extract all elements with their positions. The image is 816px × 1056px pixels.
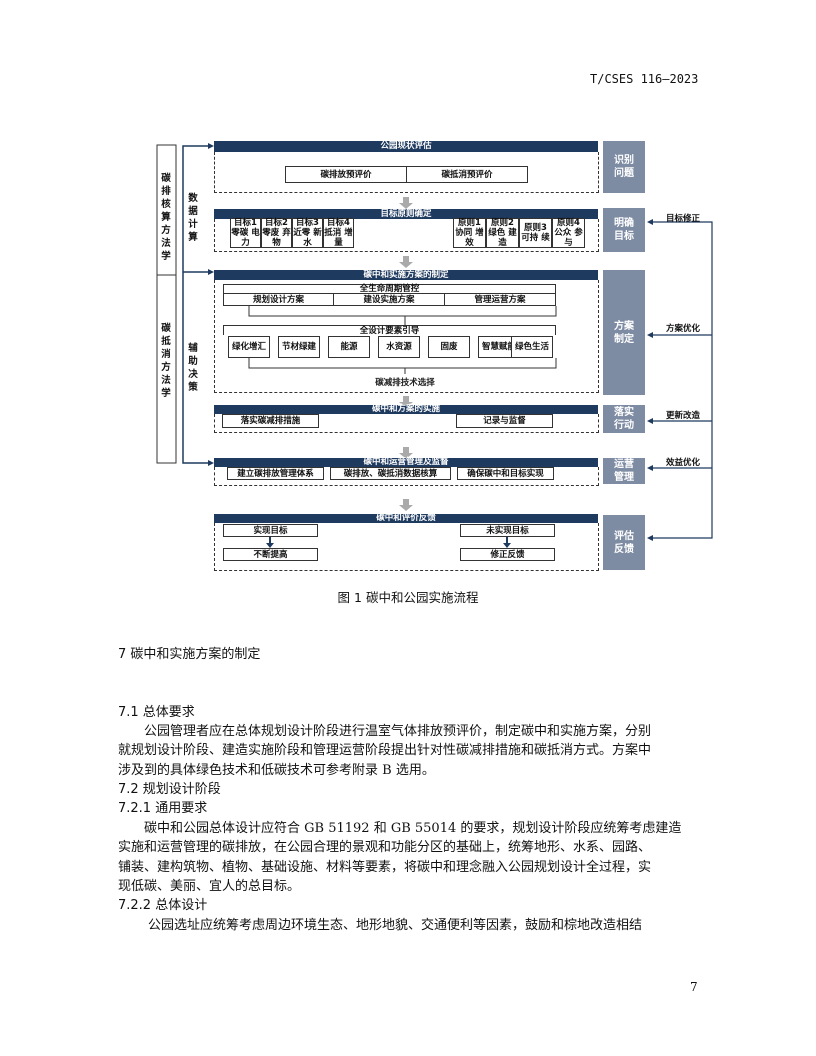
- heading-7-2: 7.2 规划设计阶段: [118, 782, 221, 797]
- operations-item: 确保碳中和目标实现: [457, 467, 554, 480]
- diagram-connectors: [156, 143, 713, 548]
- goal-box: 目标4 抵消 增量: [323, 218, 354, 248]
- plan-box: 规划设计方案: [223, 293, 334, 306]
- emission-pre-evaluation: 碳排放预评价: [285, 166, 407, 183]
- goal-box: 目标3 近零 新水: [292, 218, 323, 248]
- feedback-benefit-optimization: 效益优化: [665, 458, 700, 468]
- section-operations: [214, 467, 599, 486]
- tech-selection: 碳减排技术选择: [375, 378, 435, 388]
- flow-arrow: [399, 197, 413, 209]
- section-evaluation-title: 碳中和评价反馈: [214, 514, 598, 523]
- flow-arrow: [399, 499, 413, 511]
- standard-header: T/CSES 116—2023: [590, 72, 699, 86]
- heading-7-2-1: 7.2.1 通用要求: [118, 801, 208, 816]
- flow-arrow: [399, 447, 413, 459]
- side-identify-problem: 识别问题: [603, 141, 645, 193]
- side-clarify-goals: 明确目标: [603, 208, 645, 252]
- goal-not-achieved: 未实现目标: [460, 524, 555, 537]
- elements-guide: 全设计要素引导: [223, 325, 556, 336]
- goal-box: 目标1 零碳 电力: [230, 218, 261, 248]
- principle-box: 原则4 公众 参与: [552, 218, 585, 248]
- principle-box: 原则3 可持 续: [519, 218, 552, 248]
- side-plan-formulation: 方案制定: [603, 270, 645, 395]
- paragraph-line: 公园管理者应在总体规划设计阶段进行温室气体排放预评价，制定碳中和实施方案，分别: [144, 724, 652, 739]
- carbon-accounting-methodology-label: 碳排核算方法学: [161, 173, 171, 262]
- section-plan-title: 碳中和实施方案的制定: [214, 270, 598, 280]
- offset-pre-evaluation: 碳抵消预评价: [406, 166, 528, 183]
- section-operations-title: 碳中和运营管理及监督: [214, 458, 598, 467]
- section-evaluation: [214, 523, 599, 571]
- heading-7-2-2: 7.2.2 总体设计: [118, 898, 208, 913]
- flow-arrow: [399, 256, 413, 268]
- element-box: 绿色生活: [511, 336, 553, 358]
- section-implementation-title: 碳中和方案的实施: [214, 405, 598, 414]
- paragraph-line: 实施和运营管理的碳排放，在公园合理的景观和功能分区的基础上，统筹地形、水系、园路…: [118, 840, 652, 855]
- paragraph-line: 公园选址应统筹考虑周边环境生态、地形地貌、交通便利等因素，鼓励和棕地改造相结: [148, 918, 643, 933]
- feedback-update-renovation: 更新改造: [665, 411, 700, 421]
- record-and-supervise: 记录与监督: [456, 414, 553, 428]
- principle-box: 原则1 协同 增效: [453, 218, 486, 248]
- paragraph-line: 涉及到的具体绿色技术和低碳技术可参考附录 B 选用。: [118, 763, 435, 778]
- corrective-feedback: 修正反馈: [460, 548, 555, 561]
- implement-measures: 落实碳减排措施: [222, 414, 319, 428]
- element-box: 绿化增汇: [228, 336, 270, 358]
- carbon-offset-methodology-label: 碳抵消方法学: [161, 323, 171, 399]
- principle-box: 原则2 绿色 建造: [486, 218, 519, 248]
- section-plan: [214, 280, 599, 393]
- element-box: 能源: [328, 336, 370, 358]
- goal-box: 目标2 零废 弃物: [261, 218, 292, 248]
- figure-caption: 图 1 碳中和公园实施流程: [337, 590, 479, 605]
- side-operations-management: 运营管理: [603, 458, 645, 484]
- element-box: 水资源: [378, 336, 420, 358]
- feedback-goal-revision: 目标修正: [665, 214, 700, 224]
- side-take-action: 落实行动: [603, 405, 645, 433]
- continuous-improvement: 不断提高: [223, 548, 318, 561]
- section-goals-title: 目标原则确定: [214, 209, 598, 219]
- goal-achieved: 实现目标: [223, 524, 318, 537]
- element-box: 固废: [428, 336, 470, 358]
- operations-item: 建立碳排放管理体系: [227, 467, 324, 480]
- paragraph-line: 现低碳、美丽、宜人的总目标。: [118, 879, 301, 894]
- paragraph-line: 铺装、建构筑物、植物、基础设施、材料等要素，将碳中和理念融入公园规划设计全过程，…: [118, 860, 652, 875]
- data-calculation-label: 数据计算: [188, 193, 198, 243]
- section-7-heading: 7 碳中和实施方案的制定: [118, 647, 261, 662]
- section-status-assessment: [214, 152, 599, 193]
- plan-box: 管理运营方案: [444, 293, 556, 306]
- section-implementation: [214, 414, 599, 433]
- page-number: 7: [690, 980, 698, 994]
- side-evaluation-feedback: 评估反馈: [603, 515, 645, 570]
- feedback-plan-optimization: 方案优化: [665, 324, 700, 334]
- heading-7-1: 7.1 总体要求: [118, 705, 195, 720]
- section-goals: [214, 219, 599, 252]
- section-status-assessment-title: 公园现状评估: [214, 141, 598, 152]
- decision-support-label: 辅助决策: [188, 343, 198, 393]
- paragraph-line: 就规划设计阶段、建造实施阶段和管理运营阶段提出针对性碳减排措施和碳抵消方式。方案…: [118, 743, 652, 758]
- operations-item: 碳排放、碳抵消数据核算: [330, 467, 451, 480]
- element-box: 节材绿建: [278, 336, 320, 358]
- plan-box: 建设实施方案: [333, 293, 445, 306]
- paragraph-line: 碳中和公园总体设计应符合 GB 51192 和 GB 55014 的要求，规划设…: [144, 821, 682, 836]
